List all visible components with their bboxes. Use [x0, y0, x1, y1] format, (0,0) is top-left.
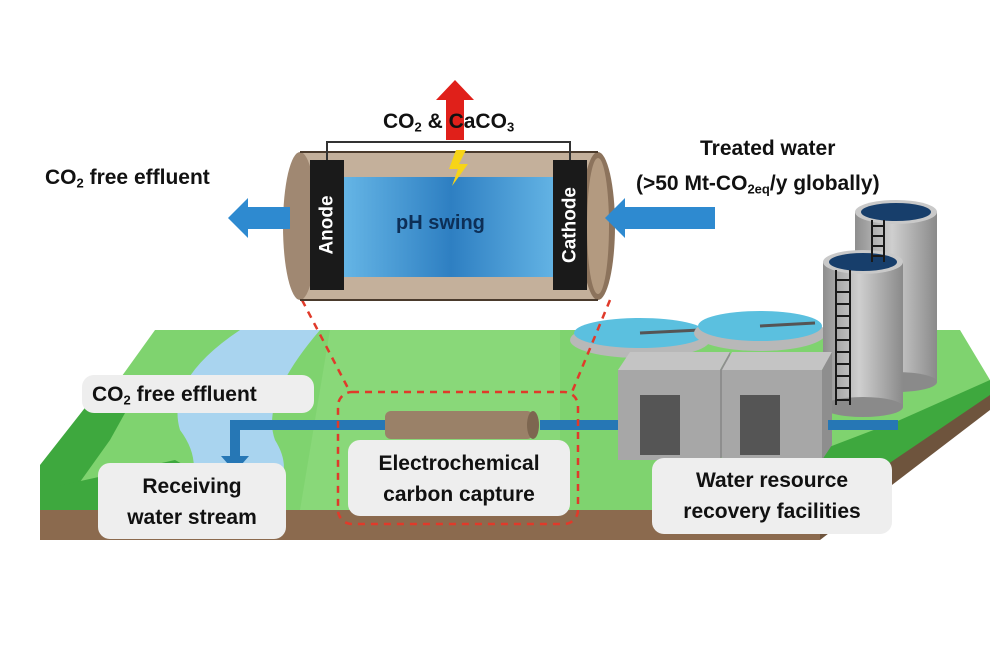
receiving-stream-label-box: [98, 463, 286, 539]
capture-cell-small: [385, 411, 533, 439]
effluent-label-ground: CO2 free effluent: [92, 383, 257, 408]
product-release-arrow: [436, 80, 474, 140]
effluent-out-arrow: [228, 198, 290, 238]
ph-swing-label: pH swing: [396, 212, 485, 234]
anode-label: Anode: [316, 195, 338, 255]
cell-end-cap-left: [283, 152, 317, 300]
receiving-stream-label-1: Receiving: [142, 475, 242, 498]
cathode-plate: [553, 160, 587, 290]
product-label: CO2 & CaCO3: [383, 110, 515, 135]
capture-label-1: Electrochemical: [378, 452, 540, 475]
anode-plate: [310, 160, 344, 290]
treated-water-in-arrow: [605, 198, 715, 238]
receiving-stream-label-2: water stream: [127, 506, 257, 529]
effluent-label-ground-box: [82, 375, 314, 413]
facility-label-1: Water resource: [695, 469, 849, 492]
callout-lines: [300, 299, 612, 526]
effluent-label-top: CO2 free effluent: [45, 166, 210, 191]
grass-dark-left: [40, 395, 135, 510]
facility-label-box: [652, 458, 892, 534]
treated-water-label: Treated water: [700, 137, 836, 160]
capture-label-2: carbon capture: [383, 483, 535, 506]
treated-water-volume-label: (>50 Mt-CO2eq/y globally): [636, 172, 880, 197]
electrolyte-chamber: [342, 177, 560, 277]
lightning-bolt-icon: [449, 150, 468, 186]
capture-label-box: [348, 440, 570, 516]
clarifier-tanks: [570, 311, 826, 358]
facility-label-2: recovery facilities: [683, 500, 861, 523]
facility-buildings: [618, 352, 832, 460]
capture-callout-box: [336, 390, 580, 526]
circuit-wire: [326, 141, 571, 160]
cathode-label: Cathode: [559, 187, 581, 263]
silos: [823, 200, 937, 417]
electrochemical-cell: [283, 80, 615, 301]
